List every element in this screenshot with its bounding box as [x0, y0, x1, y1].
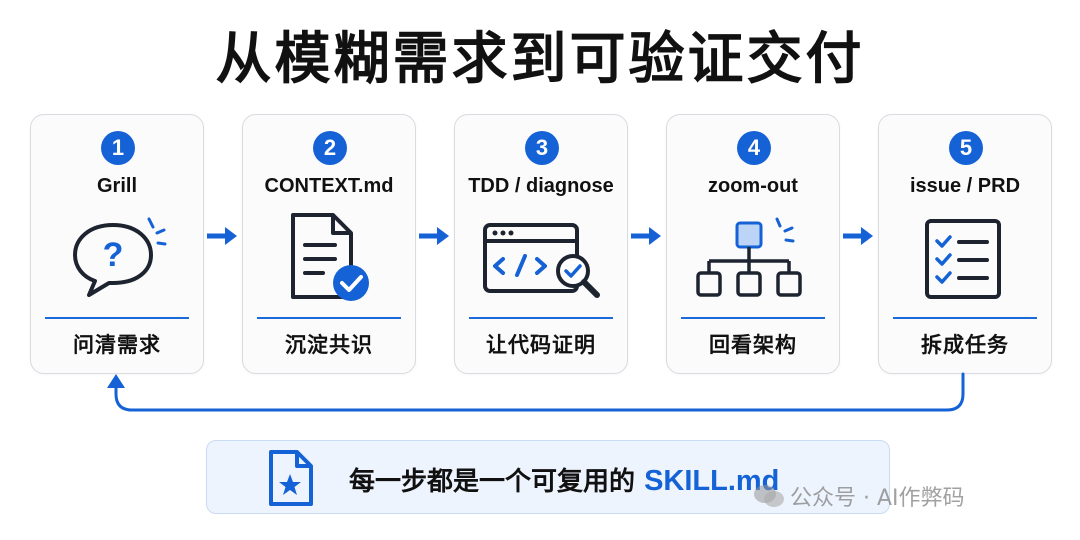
step-card-zoom-out: 4 zoom-out 回看架构	[666, 114, 840, 374]
step-name: Grill	[96, 175, 137, 197]
step-card-grill: 1 Grill ? 问清需求	[30, 114, 204, 374]
step-number-badge: 4	[737, 131, 771, 165]
step-number-badge: 5	[949, 131, 983, 165]
wechat-logo-icon	[754, 485, 784, 507]
skill-banner-text: 每一步都是一个可复用的 SKILL.md	[349, 461, 779, 498]
checklist-icon	[925, 219, 1001, 299]
hierarchy-icon	[696, 217, 802, 297]
step-subtitle: 回看架构	[709, 333, 797, 357]
page-title: 从模糊需求到可验证交付	[215, 27, 865, 92]
step-card-tdd: 3 TDD / diagnose 让代码证明	[454, 114, 628, 374]
step-name: TDD / diagnose	[468, 175, 614, 197]
arrow-right-icon	[631, 227, 661, 245]
skill-banner: 每一步都是一个可复用的 SKILL.md	[206, 440, 890, 514]
step-divider	[893, 317, 1037, 319]
step-divider	[257, 317, 401, 319]
step-name: CONTEXT.md	[264, 175, 394, 197]
step-divider	[45, 317, 189, 319]
step-subtitle: 让代码证明	[486, 333, 596, 357]
document-check-icon	[291, 213, 369, 301]
step-divider	[681, 317, 825, 319]
step-name: zoom-out	[708, 175, 798, 197]
question-bubble-icon: ?	[73, 217, 167, 297]
step-number-badge: 2	[313, 131, 347, 165]
step-number-badge: 1	[101, 131, 135, 165]
step-card-context: 2 CONTEXT.md 沉淀共识	[242, 114, 416, 374]
step-divider	[469, 317, 613, 319]
step-subtitle: 沉淀共识	[285, 333, 373, 357]
arrow-right-icon	[419, 227, 449, 245]
star-file-icon	[269, 450, 313, 506]
step-card-issue-prd: 5 issue / PRD 拆成任务	[878, 114, 1052, 374]
svg-text:?: ?	[103, 236, 124, 274]
skill-banner-caption: 每一步都是一个可复用的	[349, 467, 645, 497]
watermark-text: 公众号 · AI作弊码	[790, 486, 965, 511]
code-window-magnifier-icon	[483, 223, 600, 298]
step-name: issue / PRD	[909, 175, 1021, 197]
arrow-right-icon	[207, 227, 237, 245]
step-subtitle: 拆成任务	[921, 333, 1009, 357]
arrow-right-icon	[843, 227, 873, 245]
step-number-badge: 3	[525, 131, 559, 165]
step-subtitle: 问清需求	[73, 333, 161, 357]
